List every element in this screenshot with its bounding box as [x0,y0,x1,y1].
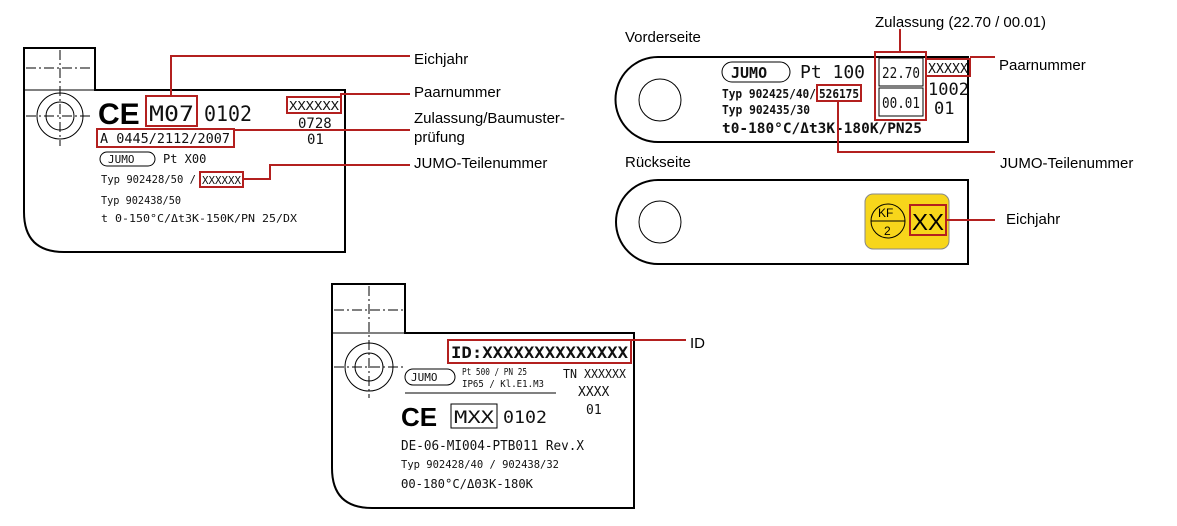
title-rueckseite: Rückseite [625,154,691,171]
plate-2-front: Vorderseite JUMO Pt 100 Typ 902425/40/ 5… [614,14,1133,172]
zulassung-bottom: 00.01 [882,94,920,112]
plate-3-mount-hole [344,342,394,392]
kf-number: 2 [884,224,891,238]
zulassung-top: 22.70 [882,64,920,82]
sensor-type: Pt X00 [163,152,206,166]
teil-value-2: 526175 [819,87,859,101]
label-zulassung-2: Zulassung (22.70 / 00.01) [875,14,1046,31]
ce-mark-3: CE [401,402,437,432]
title-vorderseite: Vorderseite [625,29,701,46]
jumo-logo-2: JUMO [731,64,767,82]
spec-line-1: Pt 500 / PN 25 [462,367,527,378]
jumo-logo: JUMO [108,153,135,166]
id-box [447,339,632,364]
label-paarnummer: Paarnummer [414,84,501,101]
label-eichjahr-2: Eichjahr [1006,211,1060,228]
temp-range-3: Θ0-180°C/ΔΘ3K-180K [401,477,534,491]
plate-3: ID:XXXXXXXXXXXXXX JUMO Pt 500 / PN 25 IP… [331,283,705,509]
type-line-1: Typ 902428/50 / [101,173,196,186]
serial-01-2: 01 [934,99,954,119]
plate-2-back: Rückseite KF 2 XX Eichjahr [615,154,1060,265]
serial-01: 01 [307,132,324,148]
xxxx-value: XXXX [578,385,609,400]
label-paarnummer-2: Paarnummer [999,57,1086,74]
sensor-type-2: Pt 100 [800,62,865,83]
de-line: DE-06-MI004-PTB011 Rev.X [401,439,584,454]
paar-value: XXXXXX [289,99,340,113]
spec-line-2: IP65 / Kl.E1.M3 [462,379,544,390]
temp-range-2: t0-180°C/Δt3K-180K/PN25 [722,121,922,137]
eichjahr-value: M07 [149,102,194,126]
teil-value: XXXXXX [202,174,241,187]
label-eichjahr: Eichjahr [414,51,468,68]
paar-box [286,96,342,114]
plate-1-mount-hole [36,92,84,140]
plate-1-outline [23,47,346,253]
ce-mark: CE [98,98,140,131]
serial-0728: 0728 [298,116,332,132]
type-line-2: Typ 902438/50 [101,194,181,207]
label-teilenummer-2: JUMO-Teilenummer [1000,155,1133,172]
serial-01-3: 01 [586,403,602,418]
mxx-value: MXX [454,408,495,428]
serial-1002: 1002 [928,80,969,100]
type-line-2a: Typ 902425/40/ [722,87,816,101]
label-teilenummer: JUMO-Teilenummer [414,155,547,172]
zulassung-value: A 0445/2112/2007 [100,132,230,147]
type-line-2b: Typ 902435/30 [722,103,810,117]
plate-2-front-hole [638,78,682,122]
plate-1: CE M07 0102 XXXXXX 0728 01 A 0445/2112/2… [23,47,565,253]
id-value: ID:XXXXXXXXXXXXXX [451,343,628,362]
paar-value-2: XXXXX [928,62,968,77]
jumo-logo-3: JUMO [411,371,438,384]
plate-2-back-hole [638,200,682,244]
tn-value: TN XXXXXX [563,367,627,381]
approval-code: 0102 [204,102,252,126]
eichjahr-value-2: XX [912,209,944,235]
approval-code-3: 0102 [503,408,547,428]
type-line-3: Typ 902428/40 / 902438/32 [401,458,559,471]
label-id: ID [690,335,705,352]
temp-range: t 0-150°C/Δt3K-150K/PN 25/DX [101,212,297,225]
paar-box-2 [925,58,971,77]
kf-label: KF [878,206,893,220]
label-zulassung-2: prüfung [414,129,465,146]
zulassung-box [96,128,235,148]
label-zulassung: Zulassung/Baumuster- [414,110,565,127]
